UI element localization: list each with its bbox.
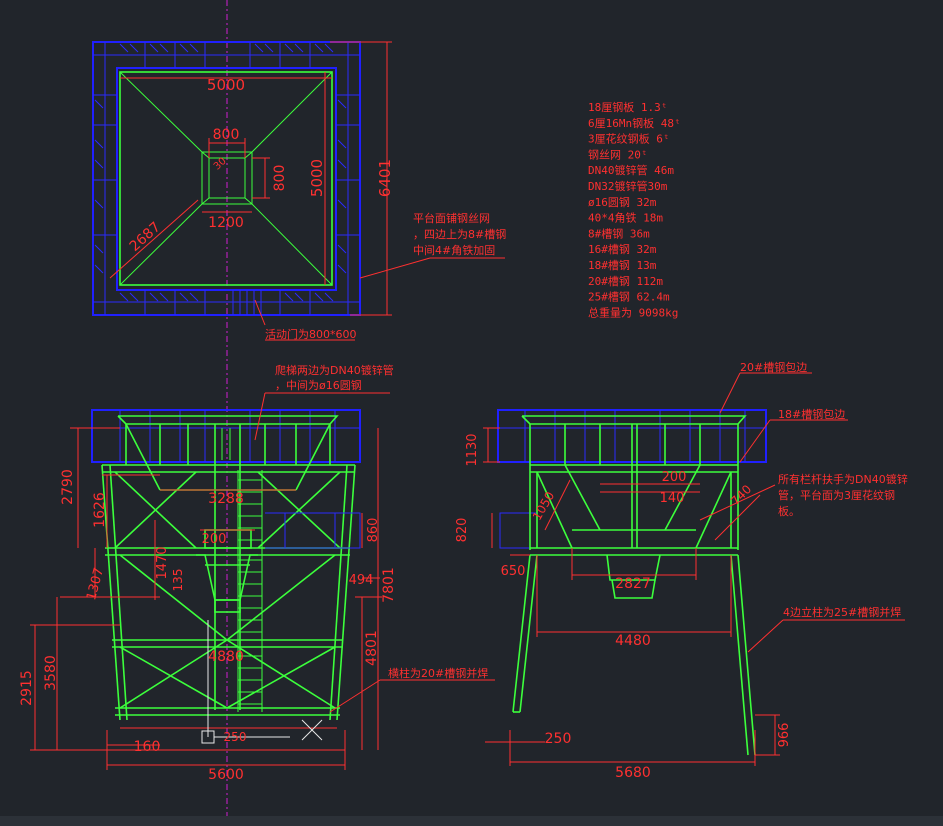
front-elevation: 2790 1626 3288 200 1470 135 1307 3580 29… bbox=[19, 363, 495, 783]
dim-250-front: 250 bbox=[224, 730, 247, 744]
note-column: 4边立柱为25#槽钢并焊 bbox=[783, 605, 901, 619]
dim-5000-vertical: 5000 bbox=[308, 159, 326, 197]
material-item: 钢丝网 20ᵗ bbox=[588, 148, 648, 161]
dim-5600: 5600 bbox=[208, 767, 244, 783]
dim-2827: 2827 bbox=[615, 576, 651, 592]
material-item: ø16圆钢 32m bbox=[588, 196, 657, 209]
material-item: 8#槽钢 36m bbox=[588, 227, 650, 240]
dim-140: 140 bbox=[660, 491, 685, 506]
dim-2790: 2790 bbox=[60, 469, 76, 505]
dim-5000-horizontal: 5000 bbox=[207, 76, 245, 94]
dim-250-side: 250 bbox=[545, 731, 572, 747]
material-item: 25#槽钢 62.4m bbox=[588, 291, 670, 304]
material-item: 3厘花纹钢板 6ᵗ bbox=[588, 132, 670, 146]
plan-outer-frame bbox=[92, 41, 361, 316]
plan-hatch bbox=[93, 42, 360, 315]
material-item: 16#槽钢 32m bbox=[588, 243, 657, 256]
dim-650: 650 bbox=[501, 564, 526, 579]
dim-820: 820 bbox=[455, 518, 470, 543]
note-platform-line2: ，四边上为8#槽钢 bbox=[413, 228, 506, 241]
dim-3580: 3580 bbox=[43, 655, 59, 691]
plan-dimensions bbox=[109, 41, 505, 341]
material-item: 40*4角铁 18m bbox=[588, 212, 663, 225]
dim-7801: 7801 bbox=[381, 567, 397, 603]
status-bar bbox=[0, 816, 943, 826]
dim-4480: 4480 bbox=[615, 633, 651, 649]
note-platform-line1: 平台面铺钢丝网 bbox=[413, 211, 490, 225]
dim-200-front: 200 bbox=[202, 532, 227, 547]
dim-4801: 4801 bbox=[364, 630, 380, 666]
plan-inner-frame bbox=[116, 67, 337, 291]
note-ladder-line1: 爬梯两边为DN40镀锌管 bbox=[275, 363, 394, 377]
dim-5680: 5680 bbox=[615, 765, 651, 781]
note-platform-line3: 中间4#角铁加固 bbox=[413, 244, 495, 257]
note-beam: 横柱为20#槽钢并焊 bbox=[388, 666, 488, 680]
dim-1130: 1130 bbox=[465, 433, 480, 466]
front-platform bbox=[91, 409, 361, 463]
material-item: 18厘钢板 1.3ᵗ bbox=[588, 100, 667, 114]
dim-2915: 2915 bbox=[19, 670, 35, 706]
material-item: DN32镀锌管30m bbox=[588, 179, 668, 193]
ladder bbox=[221, 428, 263, 712]
material-list: 18厘钢板 1.3ᵗ 6厘16Mn钢板 48ᵗ 3厘花纹钢板 6ᵗ 钢丝网 20ᵗDN… bbox=[588, 100, 681, 319]
dim-966: 966 bbox=[777, 723, 792, 748]
dim-6401: 6401 bbox=[376, 159, 394, 197]
dim-494: 494 bbox=[349, 573, 374, 588]
plan-braces bbox=[119, 71, 333, 286]
dim-1470: 1470 bbox=[155, 546, 170, 579]
dim-860: 860 bbox=[366, 518, 381, 543]
plan-platform-edge bbox=[119, 71, 333, 286]
side-dimension-lines bbox=[483, 372, 905, 766]
cursor-crosshair bbox=[201, 620, 323, 744]
dim-2687: 2687 bbox=[127, 219, 164, 255]
side-frame bbox=[512, 415, 756, 756]
note-edge-18: 18#槽钢包边 bbox=[778, 408, 845, 421]
front-frame bbox=[101, 415, 356, 721]
material-item: DN40镀锌管 46m bbox=[588, 163, 674, 177]
note-door: 活动门为800*600 bbox=[265, 327, 357, 341]
material-item: 18#槽钢 13m bbox=[588, 259, 657, 272]
dim-4880: 4880 bbox=[208, 649, 244, 665]
material-item: 20#槽钢 112m bbox=[588, 275, 663, 288]
material-item: 6厘16Mn钢板 48ᵗ bbox=[588, 116, 681, 130]
side-elevation: 1130 820 650 1050 200 140 740 2827 4480 … bbox=[455, 361, 908, 781]
dim-1200: 1200 bbox=[208, 215, 244, 231]
dim-160: 160 bbox=[134, 739, 161, 755]
dim-800-vertical: 800 bbox=[272, 165, 288, 192]
note-rail-line3: 板。 bbox=[778, 504, 800, 518]
note-ladder-line2: ，中间为ø16圆钢 bbox=[275, 379, 362, 392]
dim-135: 135 bbox=[171, 569, 185, 592]
dim-800-horizontal: 800 bbox=[213, 127, 240, 143]
note-rail-line1: 所有栏杆扶手为DN40镀锌 bbox=[778, 472, 908, 486]
material-item: 总重量为 9098kg bbox=[588, 305, 678, 319]
dim-1626: 1626 bbox=[92, 492, 108, 528]
note-rail-line2: 管，平台面为3厘花纹钢 bbox=[778, 488, 895, 502]
dim-200-side: 200 bbox=[662, 470, 687, 485]
note-edge-20: 20#槽钢包边 bbox=[740, 361, 807, 374]
dim-3288: 3288 bbox=[208, 491, 244, 507]
plan-view: 5000 5000 6401 800 800 1200 2687 30 平台面铺… bbox=[92, 41, 506, 341]
front-dimension-lines bbox=[30, 392, 495, 770]
